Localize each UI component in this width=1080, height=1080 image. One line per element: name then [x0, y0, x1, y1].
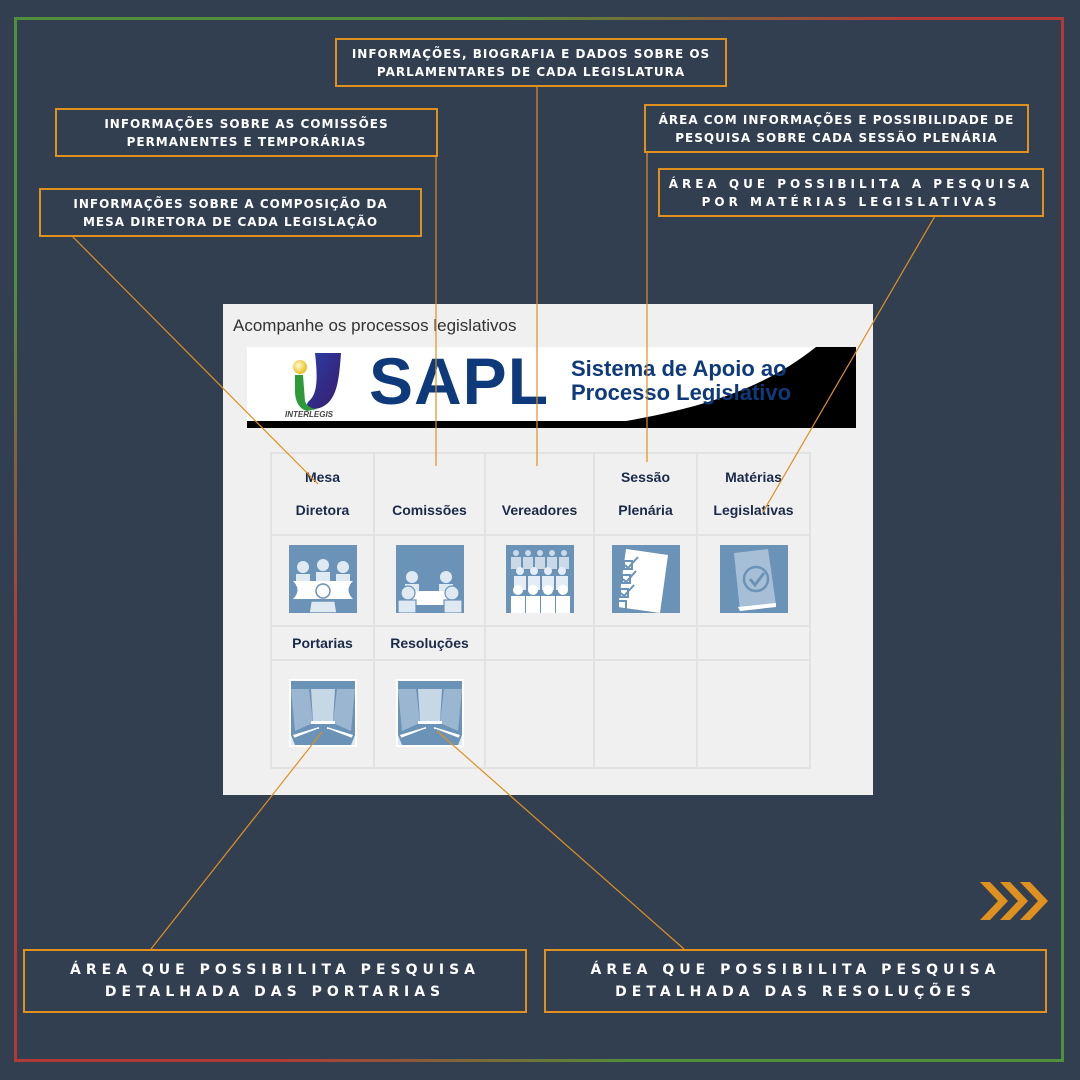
menu-icon-cell-resolucoes[interactable] [373, 659, 486, 769]
callout-text: POR MATÉRIAS LEGISLATIVAS [701, 194, 1001, 209]
frame-bottom-border [14, 1059, 1064, 1062]
sapl-subtitle: Sistema de Apoio ao Processo Legislativo [571, 357, 791, 405]
frame-top-border [14, 17, 1064, 20]
frame-right-border [1061, 17, 1064, 1062]
label-line: Matérias [725, 469, 782, 485]
callout-materias-legislativas: ÁREA QUE POSSIBILITA A PESQUISA POR MATÉR… [658, 168, 1044, 217]
menu-icon-cell-vereadores[interactable] [484, 534, 595, 627]
menu-icon-cell-comissoes[interactable] [373, 534, 486, 627]
sapl-subtitle-line1: Sistema de Apoio ao [571, 356, 787, 381]
empty-cell [593, 659, 698, 769]
label-line: Vereadores [501, 502, 578, 518]
menu-icon-cell-portarias[interactable] [270, 659, 375, 769]
callout-text: ÁREA QUE POSSIBILITA A PESQUISA [668, 176, 1034, 191]
sapl-screenshot-panel: Acompanhe os processos legislativos INTE… [223, 304, 873, 795]
menu-label-comissoes[interactable]: Comissões [373, 452, 486, 536]
empty-cell [593, 625, 698, 661]
callout-text: ÁREA QUE POSSIBILITA PESQUISA [70, 962, 480, 978]
menu-label-vereadores[interactable]: Vereadores [484, 452, 595, 536]
callout-portarias: ÁREA QUE POSSIBILITA PESQUISA DETALHADA D… [23, 949, 527, 1013]
callout-sessao-plenaria: ÁREA COM INFORMAÇÕES E POSSIBILIDADE DE P… [644, 104, 1029, 153]
callout-mesa-diretora: INFORMAÇÕES SOBRE A COMPOSIÇÃO DA MESA DI… [39, 188, 422, 237]
callout-text: PESQUISA SOBRE CADA SESSÃO PLENÁRIA [675, 130, 998, 145]
callout-text: INFORMAÇÕES SOBRE AS COMISSÕES [104, 116, 389, 131]
empty-cell [484, 625, 595, 661]
label-line: Plenária [618, 502, 673, 518]
committee-icon[interactable] [395, 545, 464, 613]
triple-chevron-right-icon[interactable] [978, 880, 1048, 922]
menu-label-resolucoes[interactable]: Resoluções [373, 625, 486, 661]
label-line: Sessão [620, 469, 671, 485]
interlegis-wordmark: INTERLEGIS [285, 410, 334, 419]
label-line: Mesa [304, 469, 341, 485]
checklist-icon[interactable] [611, 545, 680, 613]
auditorium-icon[interactable] [288, 678, 357, 747]
menu-icon-cell-mesa-diretora[interactable] [270, 534, 375, 627]
callout-text: INFORMAÇÕES SOBRE A COMPOSIÇÃO DA [73, 196, 388, 211]
label-line: Legislativas [713, 502, 794, 518]
menu-label-portarias[interactable]: Portarias [270, 625, 375, 661]
council-members-icon[interactable] [505, 545, 574, 613]
auditorium-icon[interactable] [395, 678, 464, 747]
sapl-banner[interactable]: INTERLEGIS SAPL Sistema de Apoio ao Proc… [247, 347, 856, 428]
meeting-table-icon[interactable] [288, 545, 357, 613]
empty-cell [696, 659, 811, 769]
panel-title: Acompanhe os processos legislativos [233, 316, 517, 335]
callout-text: INFORMAÇÕES, BIOGRAFIA E DADOS SOBRE OS [351, 46, 711, 61]
callout-text: PERMANENTES E TEMPORÁRIAS [126, 134, 367, 149]
approved-document-icon[interactable] [719, 545, 788, 613]
sapl-acronym: SAPL [369, 347, 550, 418]
banner-black-bar [247, 421, 856, 428]
sapl-subtitle-line2: Processo Legislativo [571, 380, 792, 405]
label-line: Comissões [392, 502, 467, 518]
menu-icon-cell-materias-legislativas[interactable] [696, 534, 811, 627]
interlegis-logo-icon [293, 353, 341, 411]
callout-text: ÁREA QUE POSSIBILITA PESQUISA [590, 962, 1001, 978]
callout-text: DETALHADA DAS PORTARIAS [104, 984, 446, 1000]
callout-resolucoes: ÁREA QUE POSSIBILITA PESQUISA DETALHADA D… [544, 949, 1047, 1013]
menu-icon-cell-sessao-plenaria[interactable] [593, 534, 698, 627]
callout-text: DETALHADA DAS RESOLUÇÕES [615, 984, 976, 1000]
empty-cell [484, 659, 595, 769]
empty-cell [696, 625, 811, 661]
callout-vereadores: INFORMAÇÕES, BIOGRAFIA E DADOS SOBRE OS P… [335, 38, 727, 87]
decorative-frame [14, 17, 1064, 1062]
callout-comissoes: INFORMAÇÕES SOBRE AS COMISSÕES PERMANENTE… [55, 108, 438, 157]
callout-text: PARLAMENTARES DE CADA LEGISLATURA [376, 64, 686, 79]
frame-left-border [14, 17, 17, 1062]
callout-text: ÁREA COM INFORMAÇÕES E POSSIBILIDADE DE [658, 112, 1015, 127]
callout-text: MESA DIRETORA DE CADA LEGISLAÇÃO [82, 214, 379, 229]
label-line: Diretora [295, 502, 350, 518]
